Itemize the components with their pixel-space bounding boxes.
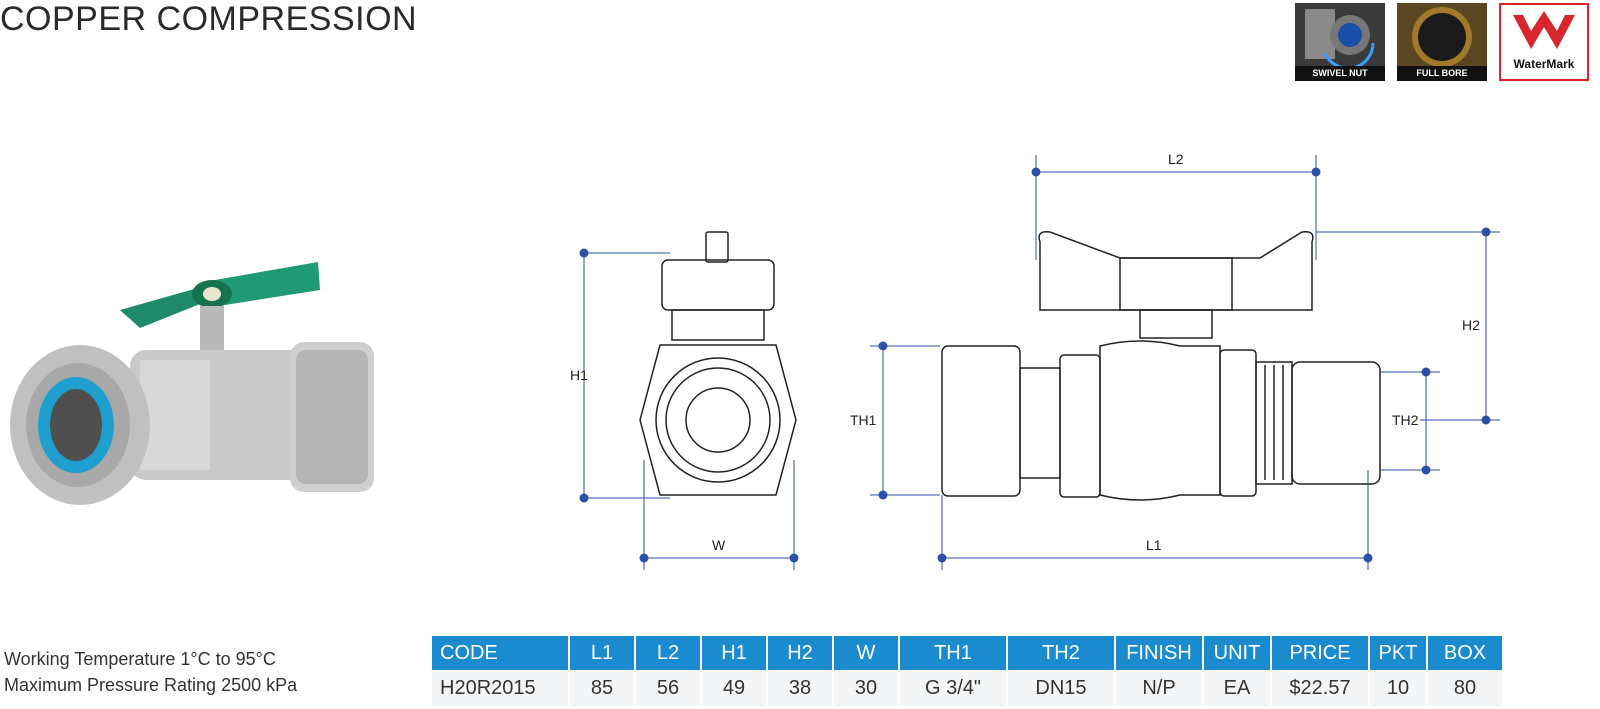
col-header-price: PRICE <box>1272 636 1368 670</box>
cell-h2: 38 <box>768 670 832 706</box>
specifications: Working Temperature 1°C to 95°C Maximum … <box>4 646 297 698</box>
col-header-th1: TH1 <box>900 636 1006 670</box>
page-title: COPPER COMPRESSION <box>0 0 418 38</box>
watermark-label: WaterMark <box>1513 57 1575 71</box>
col-header-th2: TH2 <box>1008 636 1114 670</box>
cell-unit: EA <box>1204 670 1270 706</box>
col-header-w: W <box>834 636 898 670</box>
col-header-code: CODE <box>432 636 568 670</box>
side-view-outline <box>639 231 797 496</box>
full-bore-label: FULL BORE <box>1397 66 1487 81</box>
swivel-nut-label: SWIVEL NUT <box>1295 66 1385 81</box>
col-header-l1: L1 <box>570 636 634 670</box>
dimension-lines <box>579 155 1500 570</box>
working-temperature: Working Temperature 1°C to 95°C <box>4 649 276 669</box>
dim-label-l2: L2 <box>1168 151 1184 167</box>
watermark-logo-icon <box>1513 11 1575 49</box>
cell-h1: 49 <box>702 670 766 706</box>
valve-photo <box>10 262 374 505</box>
dim-label-w: W <box>712 537 726 553</box>
cell-l2: 56 <box>636 670 700 706</box>
cell-w: 30 <box>834 670 898 706</box>
swivel-nut-icon <box>1295 3 1385 70</box>
cell-l1: 85 <box>570 670 634 706</box>
full-bore-badge: FULL BORE <box>1397 3 1487 81</box>
cell-price: $22.57 <box>1272 670 1368 706</box>
cell-th2: DN15 <box>1008 670 1114 706</box>
col-header-unit: UNIT <box>1204 636 1270 670</box>
col-header-l2: L2 <box>636 636 700 670</box>
product-table: CODE L1 L2 H1 H2 W TH1 TH2 FINISH UNIT P… <box>430 636 1504 706</box>
col-header-h1: H1 <box>702 636 766 670</box>
cell-pkt: 10 <box>1370 670 1426 706</box>
cell-th1: G 3/4" <box>900 670 1006 706</box>
technical-drawing: H1 W L2 H2 TH1 TH2 L1 <box>570 151 1500 570</box>
dim-label-h2: H2 <box>1462 317 1480 333</box>
watermark-badge: WaterMark <box>1499 3 1589 81</box>
max-pressure-rating: Maximum Pressure Rating 2500 kPa <box>4 675 298 695</box>
dim-label-h1: H1 <box>570 367 588 383</box>
table-header-row: CODE L1 L2 H1 H2 W TH1 TH2 FINISH UNIT P… <box>432 636 1502 670</box>
front-view-outline <box>941 230 1381 501</box>
cell-code: H20R2015 <box>432 670 568 706</box>
dim-label-th1: TH1 <box>850 412 877 428</box>
col-header-box: BOX <box>1428 636 1502 670</box>
cell-box: 80 <box>1428 670 1502 706</box>
cell-finish: N/P <box>1116 670 1202 706</box>
col-header-h2: H2 <box>768 636 832 670</box>
col-header-finish: FINISH <box>1116 636 1202 670</box>
table-row: H20R2015 85 56 49 38 30 G 3/4" DN15 N/P … <box>432 670 1502 706</box>
full-bore-icon <box>1397 3 1487 67</box>
col-header-pkt: PKT <box>1370 636 1426 670</box>
dim-label-l1: L1 <box>1146 537 1162 553</box>
feature-badges: SWIVEL NUT FULL BORE WaterMark <box>1295 3 1589 81</box>
swivel-nut-badge: SWIVEL NUT <box>1295 3 1385 81</box>
dim-label-th2: TH2 <box>1392 412 1419 428</box>
